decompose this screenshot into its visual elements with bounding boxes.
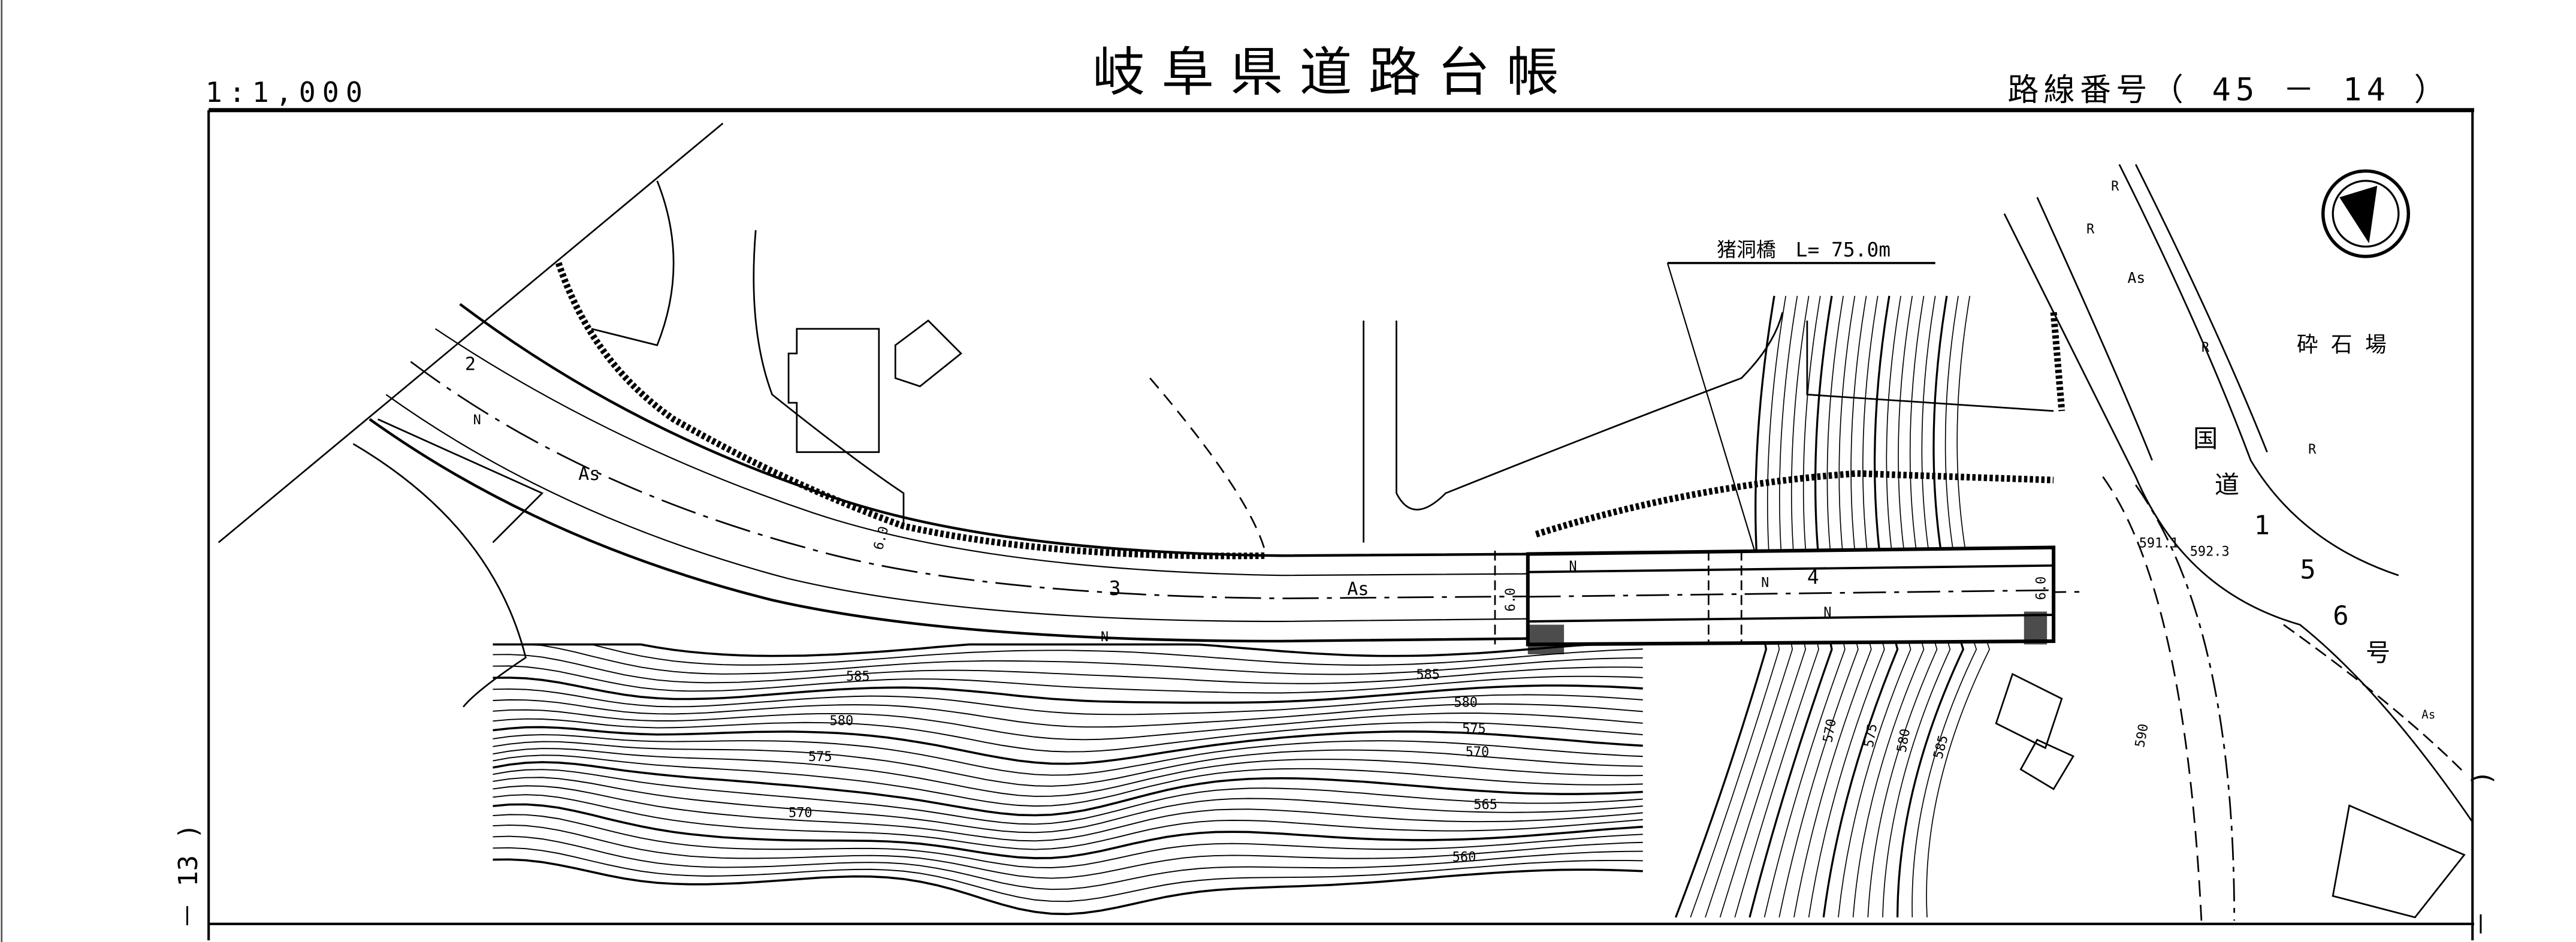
road-mark: R	[2308, 442, 2317, 457]
contour-line	[493, 644, 1643, 666]
contour-label: 575	[1462, 722, 1486, 737]
parcels	[591, 180, 2466, 919]
width-label: 6.0	[871, 525, 892, 552]
left-sheet-ref: － 13 )	[173, 823, 204, 929]
national-road-char: 号	[2366, 638, 2390, 667]
spot-height: 591.1	[2139, 536, 2179, 551]
north-arrow-icon	[2321, 169, 2411, 258]
national-road-char: 6	[2333, 601, 2348, 632]
road-mark: R	[2201, 340, 2210, 355]
surface-label: As	[2128, 269, 2146, 286]
contour-line	[493, 847, 1643, 902]
surface-label: As	[2421, 708, 2435, 721]
spot-height: 592.3	[2190, 544, 2230, 559]
retaining-walls	[555, 262, 2065, 560]
road-mark: N	[1823, 605, 1831, 620]
quarry-label: 砕 石 場	[2297, 333, 2387, 357]
station-number: 4	[1807, 565, 1819, 588]
map-labels: 砕 石 場 国 道 1 5 6 号 2 3 4 As As As As N N …	[465, 179, 2435, 721]
contour-line	[493, 814, 1643, 868]
contour-line	[493, 709, 1643, 741]
road-mark: R	[2086, 222, 2095, 237]
contour-labels: 585 580 575 570 585 580 575 570 565 560 …	[789, 668, 2152, 865]
contour-line	[493, 761, 1643, 817]
contour-label: 580	[1454, 696, 1478, 711]
road-mark: N	[1761, 575, 1769, 590]
contour-label: 570	[789, 805, 813, 820]
contour-label: 580	[830, 714, 854, 729]
road-mark: N	[1101, 630, 1109, 645]
bridge	[1494, 545, 2056, 654]
contour-line	[493, 858, 1643, 916]
contour-line	[493, 654, 1643, 684]
contour-line	[493, 734, 1643, 776]
contour-line	[493, 794, 1643, 850]
bridge-pointer-line	[1666, 262, 1756, 551]
road-mark: R	[2111, 179, 2119, 194]
scale-label: 1:1,000	[206, 76, 369, 108]
station-number: 3	[1109, 576, 1121, 600]
national-road-char: 国	[2193, 424, 2218, 453]
width-label: 6.0	[1503, 588, 1518, 612]
contour-line	[493, 665, 1643, 694]
contour-line	[493, 677, 1643, 704]
contour-line	[493, 754, 1643, 807]
contour-line	[493, 785, 1643, 842]
national-road-char: 道	[2215, 470, 2239, 499]
contour-line	[493, 718, 1643, 753]
surface-label: As	[578, 464, 600, 485]
contour-label: 590	[2133, 723, 2151, 748]
contour-line	[493, 835, 1643, 890]
slope-boundary	[218, 122, 724, 708]
contour-line	[493, 777, 1643, 834]
road-mark: N	[473, 413, 481, 428]
contour-line	[493, 643, 1643, 657]
national-road-156	[2003, 164, 2474, 921]
right-sheet-ref-top: )	[2466, 770, 2497, 786]
sheet-title: 岐阜県道路台帳	[1092, 42, 1575, 103]
contour-label: 585	[1931, 733, 1951, 760]
contour-line	[493, 644, 1643, 675]
route-number: 路線番号（ 45 － 14 ）	[2007, 72, 2450, 108]
contour-label: 560	[1452, 850, 1476, 865]
road-mark: N	[1569, 559, 1577, 574]
contour-lines	[493, 295, 1991, 918]
contour-line	[493, 824, 1643, 879]
contour-label: 570	[1466, 745, 1490, 760]
contour-label: 570	[1820, 718, 1839, 744]
map-frame	[207, 108, 2475, 941]
contour-line	[493, 748, 1643, 797]
contour-label: 580	[1895, 727, 1913, 753]
bridge-label: 猪洞橋 L= 75.0m	[1717, 238, 1891, 261]
contour-line	[493, 803, 1643, 859]
contour-line	[493, 726, 1643, 765]
station-number: 2	[465, 354, 476, 375]
surface-label: As	[1347, 579, 1369, 600]
width-label: 6.0	[2034, 576, 2049, 600]
contour-line	[493, 688, 1643, 715]
contour-label: 575	[1862, 723, 1880, 748]
contour-label: 585	[1416, 668, 1440, 683]
contour-line	[493, 741, 1643, 787]
contour-label: 585	[846, 669, 870, 684]
contour-line	[493, 699, 1643, 728]
national-road-char: 5	[2300, 555, 2315, 585]
prefectural-road	[369, 303, 2086, 643]
contour-line	[493, 769, 1643, 825]
contour-label: 565	[1473, 798, 1497, 813]
national-road-char: 1	[2254, 511, 2270, 541]
contour-label: 575	[808, 750, 832, 765]
